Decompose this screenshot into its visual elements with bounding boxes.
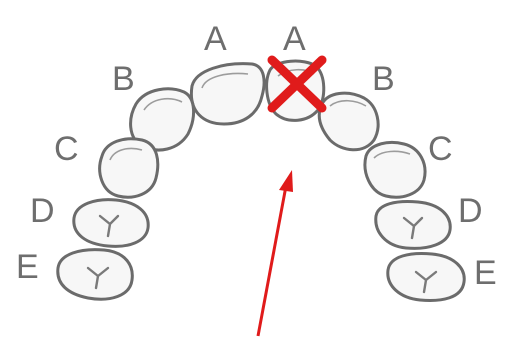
label-left-b: B (112, 60, 135, 98)
tooth-left-e (56, 248, 134, 301)
red-arrow-icon (256, 170, 293, 337)
label-right-b: B (372, 60, 395, 98)
tooth-left-b (129, 87, 195, 152)
tooth-right-e (386, 252, 466, 302)
tooth-left-c (98, 137, 160, 199)
label-left-a: A (204, 20, 227, 58)
tooth-right-d (374, 200, 452, 250)
label-right-e: E (474, 254, 497, 292)
label-right-d: D (458, 192, 483, 230)
molar-mark-left-d (98, 214, 120, 238)
tooth-left-d (72, 198, 150, 248)
label-left-e: E (16, 248, 39, 286)
molar-mark-right-d (402, 216, 424, 240)
tooth-right-c (363, 141, 427, 199)
label-right-c: C (428, 130, 453, 168)
tooth-right-b (317, 91, 380, 152)
label-right-a: A (283, 20, 306, 58)
tooth-left-a (189, 62, 266, 126)
label-left-d: D (30, 192, 55, 230)
molar-mark-right-e (414, 270, 438, 294)
label-left-c: C (54, 130, 79, 168)
molar-mark-left-e (86, 266, 110, 290)
red-x-icon (267, 55, 327, 113)
